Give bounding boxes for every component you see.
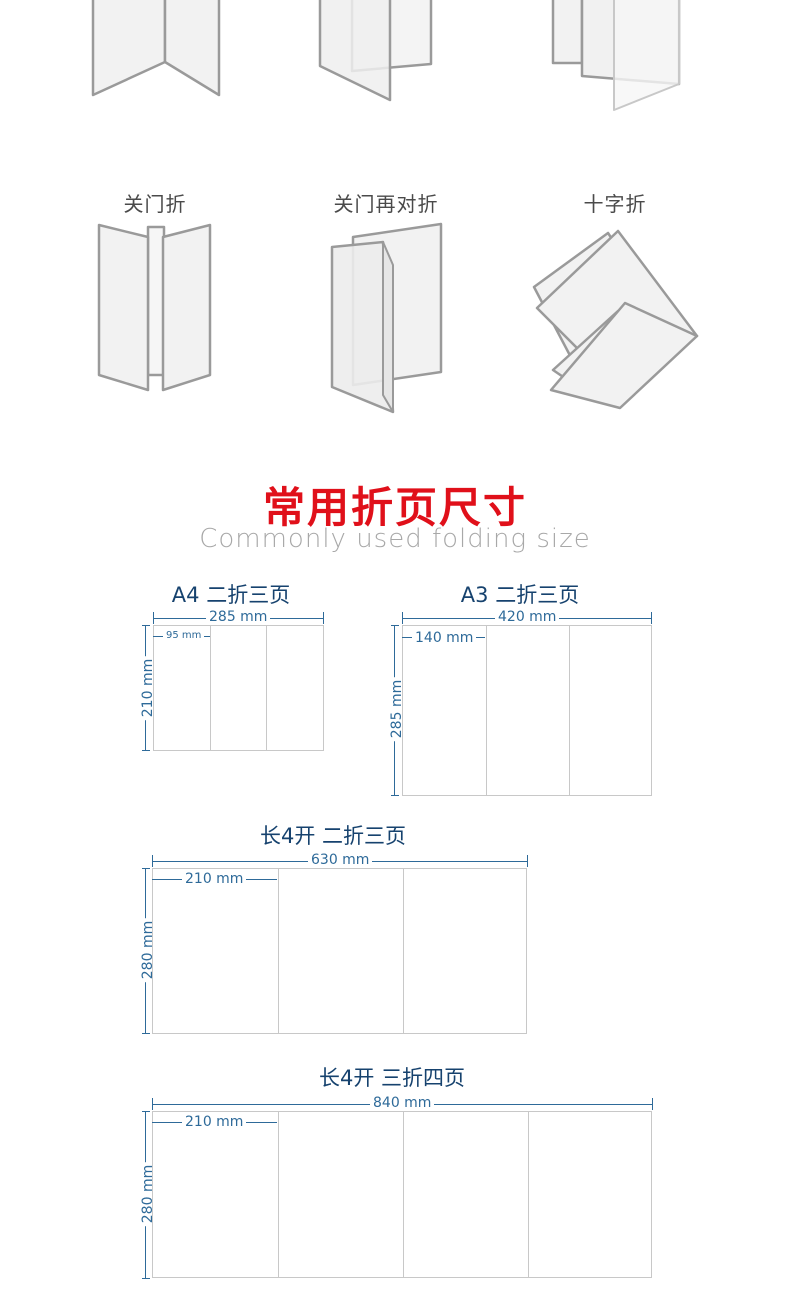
- fold-illustration-double-parallel: [91, 0, 221, 97]
- fold-line: [278, 869, 279, 1033]
- fold-illustration-roll: [551, 0, 681, 111]
- dimension-a3-width: 420 mm: [495, 610, 560, 624]
- fold-line: [486, 626, 487, 795]
- sheet-a3: [402, 625, 652, 796]
- dimension-tick: [391, 795, 399, 796]
- dimension-tick: [402, 612, 403, 624]
- fold-label-cross: 十字折: [583, 192, 647, 216]
- fold-illustration-cross: [532, 229, 699, 410]
- section-title: 常用折页尺寸: [262, 483, 527, 532]
- dimension-long4-four-width: 840 mm: [370, 1096, 435, 1110]
- fold-line: [266, 626, 267, 750]
- dimension-tick: [142, 750, 150, 751]
- fold-line: [210, 626, 211, 750]
- dimension-tick: [323, 612, 324, 624]
- sheet-long4-four: [152, 1111, 652, 1278]
- dimension-tick: [152, 855, 153, 867]
- size-title-long4-three: 长4开 二折三页: [259, 824, 407, 848]
- fold-label-gate: 关门折: [123, 192, 187, 216]
- section-subtitle: Commonly used folding size: [199, 524, 591, 554]
- dimension-a4-panel: 95 mm: [163, 631, 205, 641]
- fold-illustration-double-gate: [330, 222, 443, 414]
- dimension-tick: [142, 625, 150, 626]
- fold-line: [528, 1112, 529, 1277]
- dimension-a3-panel: 140 mm: [412, 631, 477, 645]
- fold-line: [403, 1112, 404, 1277]
- dimension-tick: [651, 612, 652, 624]
- sheet-a4: [153, 625, 324, 751]
- fold-illustrations: [97, 222, 699, 414]
- dimension-a4-width: 285 mm: [206, 610, 271, 624]
- top-fold-illustrations: [91, 0, 681, 111]
- dimension-tick: [142, 1278, 150, 1279]
- dimension-long4-four-panel: 210 mm: [182, 1115, 247, 1129]
- dimension-long4-three-panel: 210 mm: [182, 872, 247, 886]
- size-title-a4: A4 二折三页: [171, 583, 291, 607]
- dimension-tick: [527, 855, 528, 867]
- fold-line: [403, 869, 404, 1033]
- dimension-tick: [142, 868, 150, 869]
- fold-line: [569, 626, 570, 795]
- fold-label-double-gate: 关门再对折: [333, 192, 439, 216]
- dimension-tick: [152, 1098, 153, 1110]
- dimension-tick: [391, 625, 399, 626]
- dimension-tick: [142, 1111, 150, 1112]
- dimension-tick: [153, 612, 154, 624]
- fold-line: [278, 1112, 279, 1277]
- size-title-a3: A3 二折三页: [460, 583, 580, 607]
- dimension-long4-three-width: 630 mm: [308, 853, 373, 867]
- dimension-tick: [652, 1098, 653, 1110]
- dimension-tick: [142, 1033, 150, 1034]
- sheet-long4-three: [152, 868, 527, 1034]
- size-title-long4-four: 长4开 三折四页: [318, 1066, 466, 1090]
- fold-illustration-gate: [97, 223, 212, 392]
- fold-illustration-accordion: [318, 0, 433, 102]
